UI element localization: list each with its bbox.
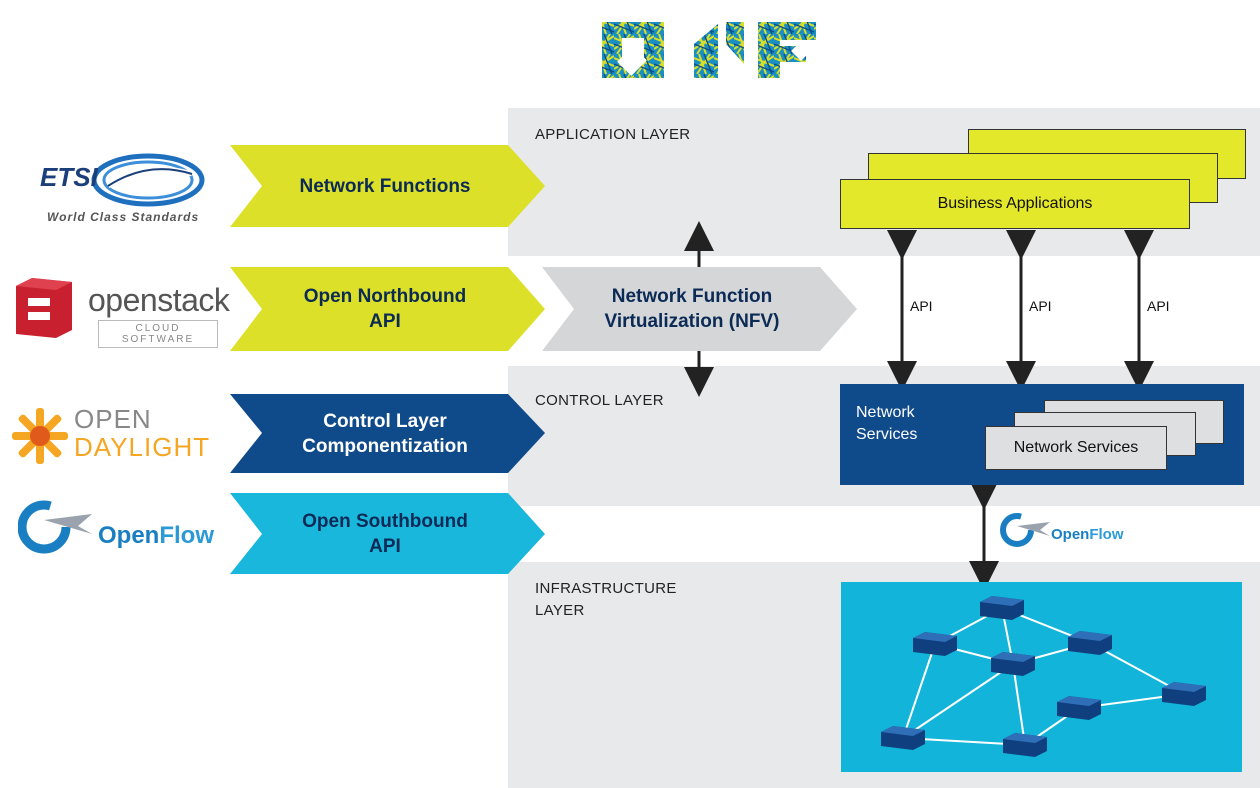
openstack-cube-icon [16,278,72,338]
opendaylight-logo: OPEN DAYLIGHT [10,404,230,466]
etsi-tagline: World Class Standards [47,210,200,224]
openstack-tagline: CLOUD SOFTWARE [98,320,218,348]
openstack-wordmark: openstack [88,282,230,318]
open-southbound-arrow-shape [230,493,545,574]
openflow-wordmark: OpenFlow [98,522,214,549]
network-functions-arrow-shape [230,145,545,227]
opendaylight-wordmark-line2: DAYLIGHT [74,432,211,462]
business-app-card-front: Business Applications [840,179,1190,229]
etsi-wordmark: ETSI [40,162,98,192]
network-services-box: Network Services Network Services [840,384,1244,485]
infrastructure-layer-label: INFRASTRUCTURE LAYER [535,580,677,619]
network-topology [881,596,1206,757]
network-services-card-front: Network Services [985,426,1167,470]
openstack-logo: openstack CLOUD SOFTWARE [10,278,230,348]
nfv-arrow-shape [542,267,857,351]
switch-nodes [881,596,1206,757]
onf-logo [594,14,826,86]
opendaylight-wordmark-line1: OPEN [74,404,152,434]
network-services-box-label: Network Services [856,404,918,443]
openflow-swirl-icon [18,500,92,554]
api-label-1: API [910,298,933,314]
infrastructure-box [841,582,1242,772]
openflow-logo: OpenFlow [18,500,228,560]
business-applications-label: Business Applications [937,195,1093,212]
open-northbound-arrow-shape [230,267,545,351]
api-label-2: API [1029,298,1052,314]
etsi-logo: ETSI World Class Standards [40,150,220,230]
opendaylight-star-icon [12,408,68,464]
openflow-wordmark-small: OpenFlow [1051,526,1124,543]
etsi-swoosh-icon [91,153,205,207]
network-functions-arrow: Network Functions [299,175,471,197]
application-layer-label: APPLICATION LAYER [535,126,691,143]
openflow-logo-small: OpenFlow [1000,510,1140,552]
control-layer-arrow-shape [230,394,545,473]
openflow-swirl-icon-small [1000,513,1050,547]
api-label-3: API [1147,298,1170,314]
network-services-card-label: Network Services [1013,439,1139,456]
control-layer-label: CONTROL LAYER [535,392,664,409]
